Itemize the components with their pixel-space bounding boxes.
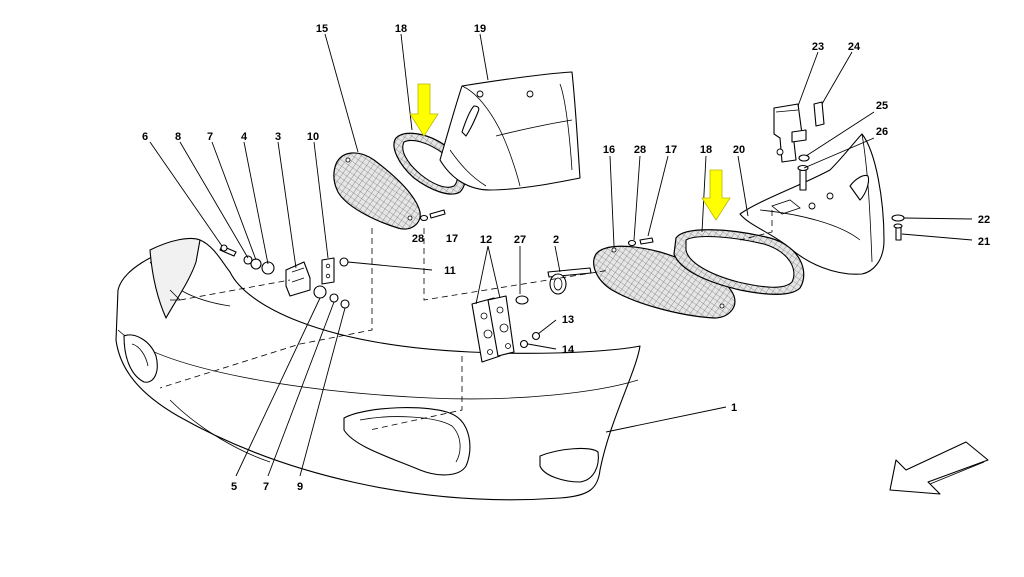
callout-22: 22 bbox=[978, 214, 990, 226]
callout-16: 16 bbox=[603, 144, 615, 156]
callout-28: 28 bbox=[634, 144, 646, 156]
callout-17: 17 bbox=[446, 233, 458, 245]
callout-21: 21 bbox=[978, 236, 990, 248]
callout-17: 17 bbox=[665, 144, 677, 156]
front-bumper bbox=[115, 237, 641, 501]
left-mesh-grille bbox=[333, 152, 421, 230]
right-mesh-grille bbox=[593, 245, 736, 319]
callout-7: 7 bbox=[207, 131, 213, 143]
highlight-arrow-left bbox=[409, 83, 439, 137]
callout-18: 18 bbox=[700, 144, 712, 156]
callout-10: 10 bbox=[307, 131, 319, 143]
callout-6: 6 bbox=[142, 131, 148, 143]
callout-8: 8 bbox=[175, 131, 181, 143]
direction-arrow-icon bbox=[889, 441, 989, 495]
highlight-arrow-right bbox=[701, 169, 731, 221]
leader-lines bbox=[149, 33, 973, 477]
callout-1: 1 bbox=[731, 402, 737, 414]
callout-26: 26 bbox=[876, 126, 888, 138]
callout-3: 3 bbox=[275, 131, 281, 143]
callout-20: 20 bbox=[733, 144, 745, 156]
callout-15: 15 bbox=[316, 23, 328, 35]
callout-23: 23 bbox=[812, 41, 824, 53]
callout-12: 12 bbox=[480, 234, 492, 246]
callout-4: 4 bbox=[241, 131, 248, 143]
callout-9: 9 bbox=[297, 481, 303, 493]
callout-25: 25 bbox=[876, 100, 888, 112]
callout-labels: 15 18 19 23 24 25 26 6 8 7 4 3 10 16 28 … bbox=[142, 23, 990, 493]
callout-27: 27 bbox=[514, 234, 526, 246]
assembly-lines bbox=[159, 210, 773, 431]
callout-7: 7 bbox=[263, 481, 269, 493]
callout-24: 24 bbox=[848, 41, 861, 53]
callout-11: 11 bbox=[444, 265, 456, 277]
right-air-duct bbox=[739, 133, 885, 275]
callout-5: 5 bbox=[231, 481, 237, 493]
right-seal-ring bbox=[673, 229, 805, 295]
callout-13: 13 bbox=[562, 314, 574, 326]
left-air-duct bbox=[439, 71, 581, 191]
callout-14: 14 bbox=[562, 344, 575, 356]
mounting-bracket bbox=[773, 101, 825, 163]
callout-18: 18 bbox=[395, 23, 407, 35]
callout-28: 28 bbox=[412, 233, 424, 245]
callout-19: 19 bbox=[474, 23, 486, 35]
callout-2: 2 bbox=[553, 234, 559, 246]
